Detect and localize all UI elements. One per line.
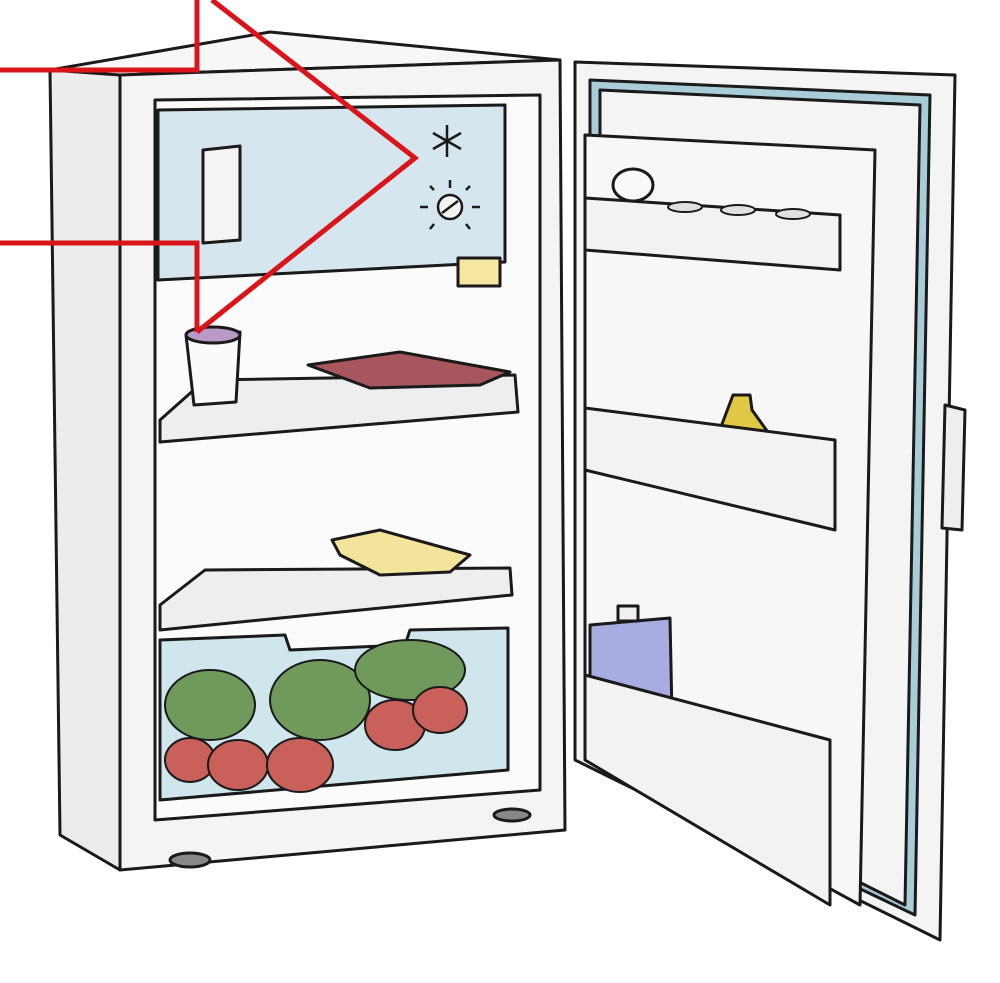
middle-door-shelf <box>583 406 837 532</box>
foot <box>168 851 212 869</box>
annotation-line-freezer <box>0 0 200 73</box>
lower-shelf <box>158 566 514 632</box>
cheese <box>330 528 472 577</box>
ice-tray <box>456 256 502 288</box>
control-panel <box>156 103 507 282</box>
door-handle <box>940 403 967 532</box>
foot <box>492 807 532 823</box>
annotation-line-thermostat <box>195 0 420 334</box>
annotation-line-shelf <box>0 240 200 332</box>
thermostat-dial-icon <box>420 180 480 230</box>
snowflake-icon <box>432 125 462 157</box>
egg <box>611 167 655 203</box>
food-package <box>306 350 512 390</box>
fridge-side <box>48 58 122 872</box>
freezer-handle <box>201 144 242 245</box>
annotation-lines <box>0 0 420 334</box>
bottom-door-shelf <box>583 673 832 907</box>
lettuce <box>164 639 466 741</box>
tomatoes <box>164 686 468 793</box>
